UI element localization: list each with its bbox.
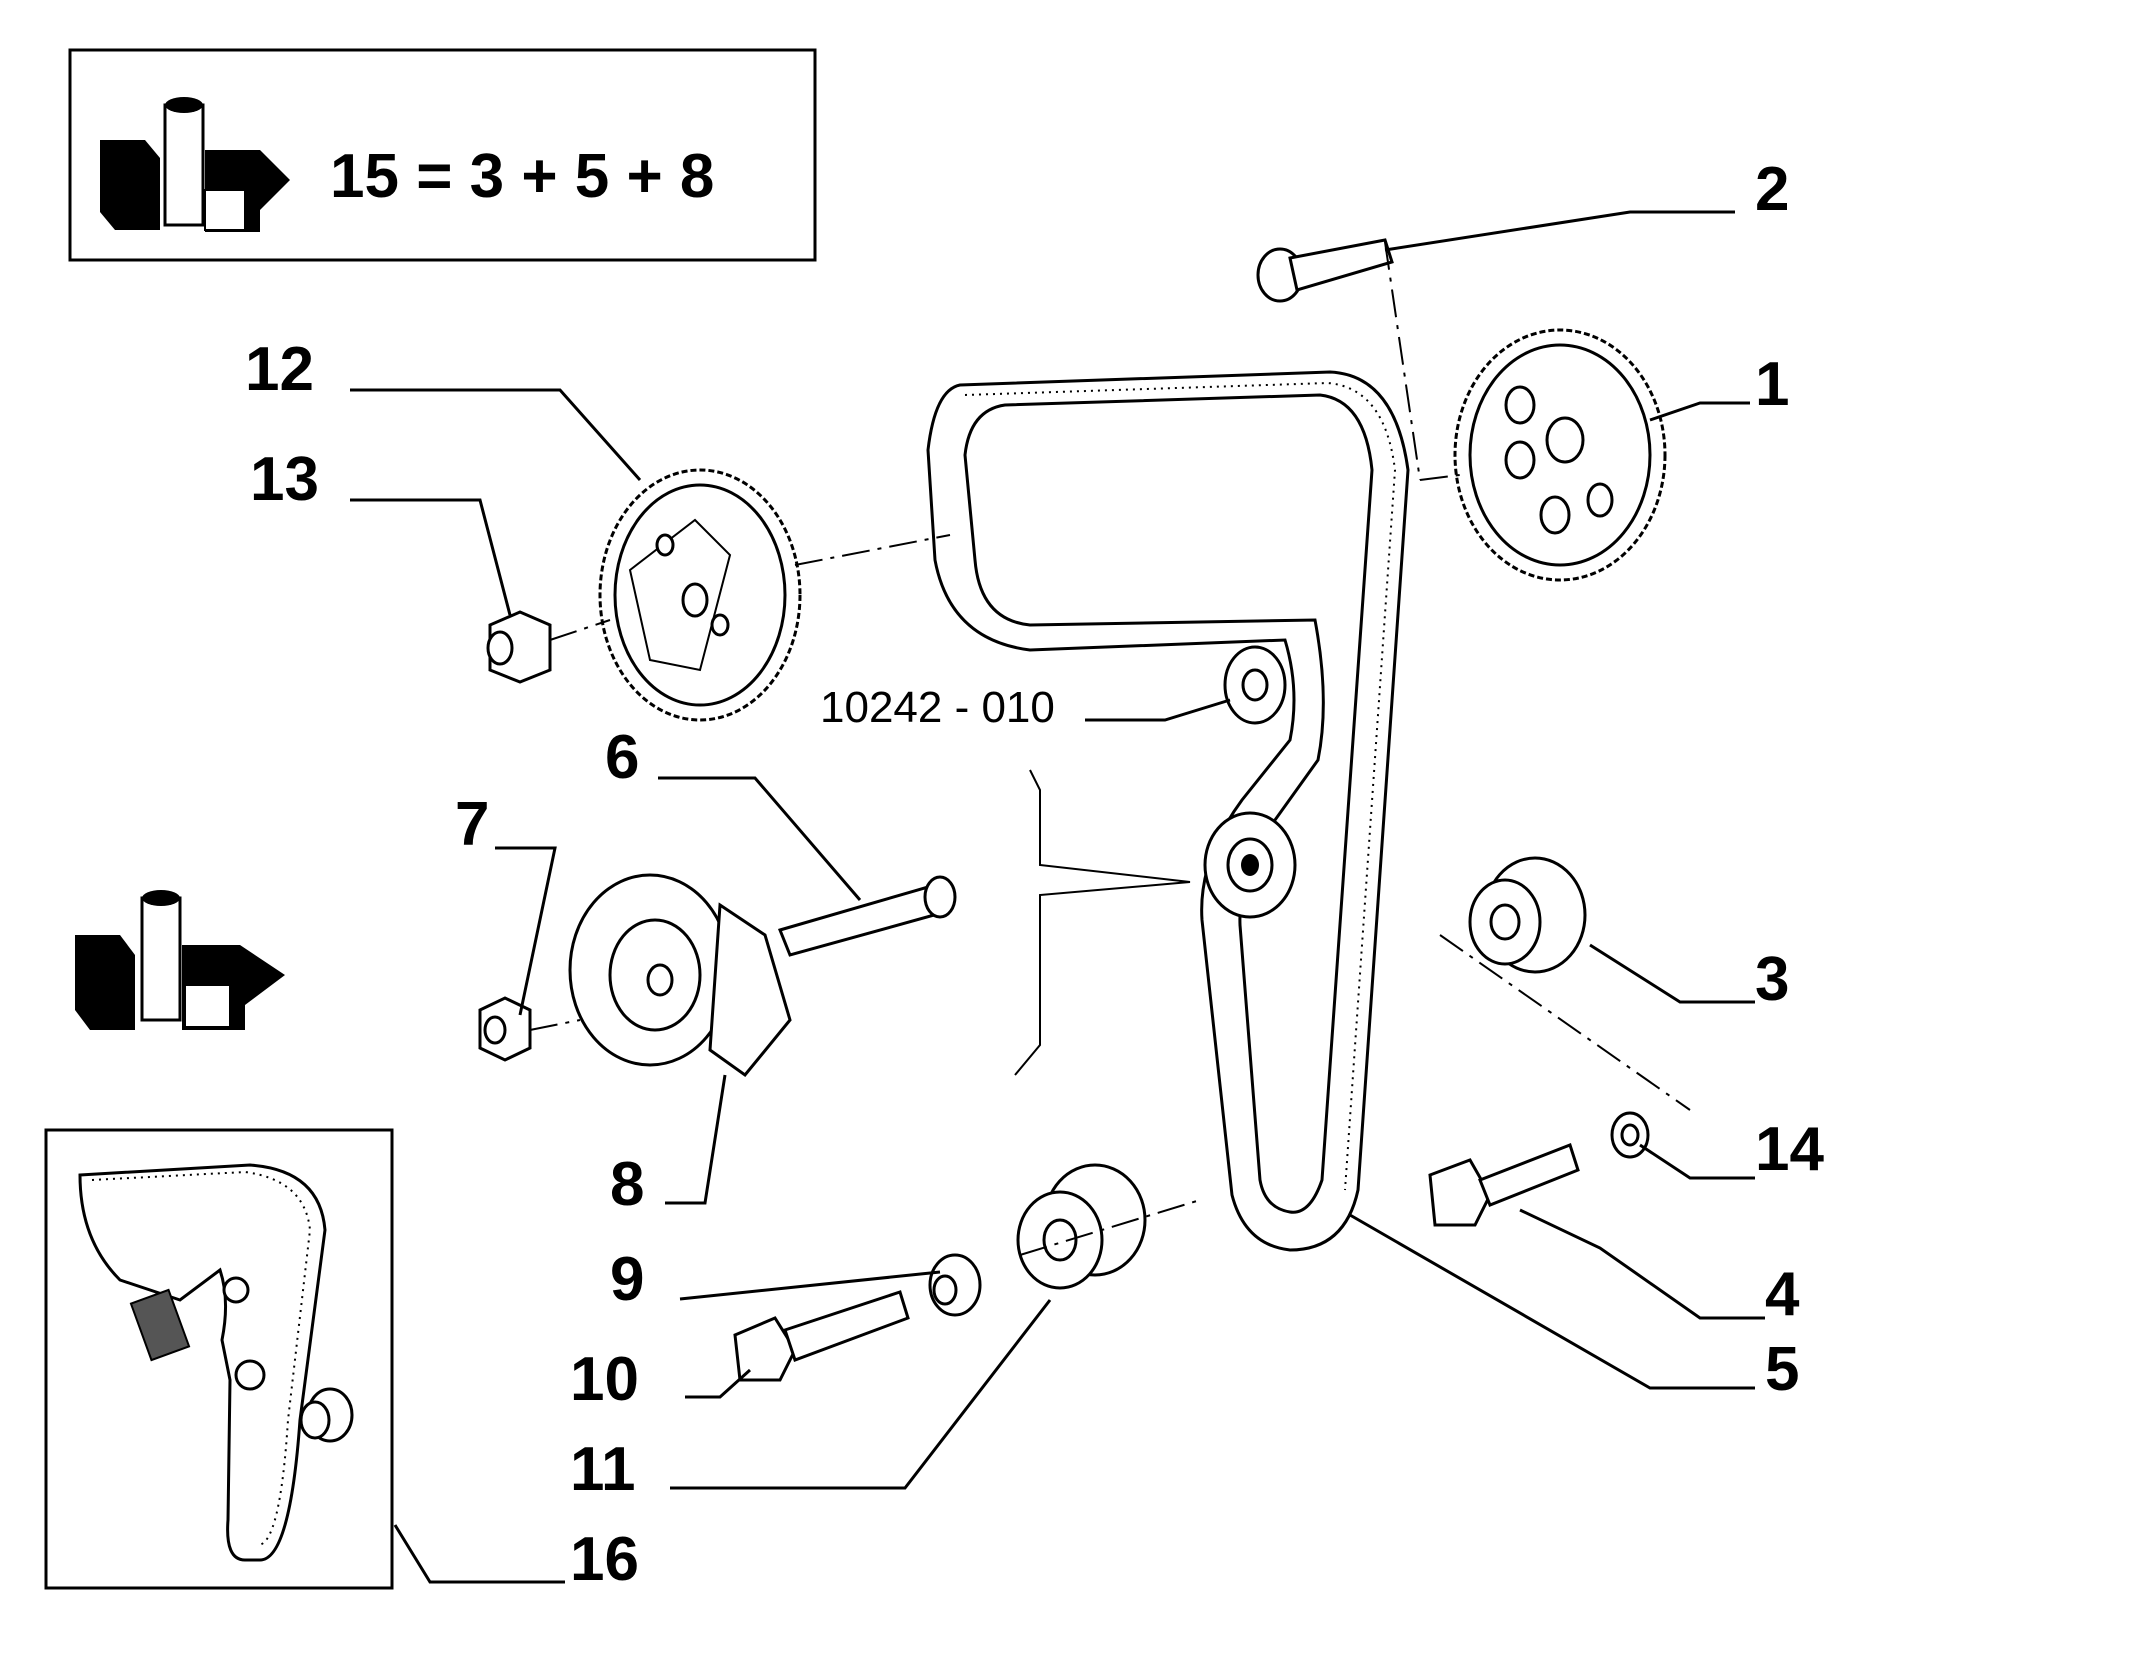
callout-14: 14 — [1755, 1115, 1824, 1184]
callout-labels: 2 1 3 14 4 5 6 7 8 9 10 11 12 13 16 1024… — [245, 155, 1824, 1594]
kit-box: 15 = 3 + 5 + 8 — [68, 48, 817, 262]
fiat-kit-logo-top — [100, 97, 290, 232]
part-7-nut — [478, 996, 532, 1062]
part-14-washer — [1610, 1111, 1650, 1159]
part-13-nut — [486, 610, 552, 684]
part-12-sprocket — [598, 468, 802, 722]
callout-4: 4 — [1765, 1260, 1800, 1329]
callout-2: 2 — [1755, 155, 1789, 224]
callout-1: 1 — [1755, 350, 1789, 419]
belt-idler-pulley — [1203, 645, 1297, 919]
belt-kit-inset — [44, 1128, 394, 1590]
part-4-bolt — [1428, 1143, 1580, 1227]
callout-3: 3 — [1755, 945, 1789, 1014]
timing-belt — [926, 370, 1410, 1252]
leader-lines — [350, 210, 1765, 1584]
callout-6: 6 — [605, 723, 639, 792]
callout-5: 5 — [1765, 1335, 1799, 1404]
callout-11: 11 — [570, 1435, 636, 1504]
callout-12: 12 — [245, 335, 314, 404]
callout-16: 16 — [570, 1525, 639, 1594]
part-8-tensioner — [568, 873, 792, 1078]
callout-10: 10 — [570, 1345, 639, 1414]
axis-lines — [529, 241, 1691, 1256]
callout-7: 7 — [455, 790, 489, 859]
part-1-sprocket — [1453, 328, 1667, 582]
part-10-bolt — [733, 1290, 910, 1382]
part-2-bolt — [1256, 238, 1394, 303]
callout-8: 8 — [610, 1150, 644, 1219]
kit-formula: 15 = 3 + 5 + 8 — [330, 142, 714, 211]
part-6-bolt — [777, 875, 957, 957]
part-11-sprocket — [1016, 1163, 1147, 1290]
callout-9: 9 — [610, 1245, 644, 1314]
fiat-kit-logo-middle — [75, 890, 285, 1030]
callout-13: 13 — [250, 445, 319, 514]
part-9-spacer — [928, 1253, 982, 1317]
part-3-roller — [1468, 856, 1587, 974]
reference-code: 10242 - 010 — [820, 683, 1055, 732]
